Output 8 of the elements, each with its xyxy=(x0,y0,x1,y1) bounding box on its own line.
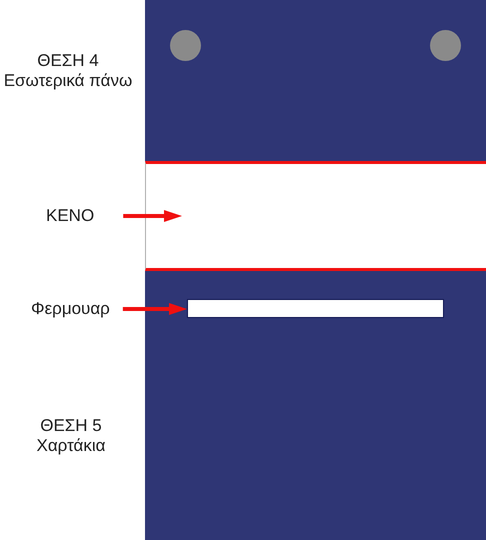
position-label: ΘΕΣΗ 4 Εσωτερικά πάνω xyxy=(2,51,134,91)
pocket-band xyxy=(145,161,486,271)
callout-label: Φερμουαρ xyxy=(31,299,110,319)
callout-label: ΚΕΝΟ xyxy=(46,206,94,226)
arrow xyxy=(123,210,182,222)
position-label: ΘΕΣΗ 5 Χαρτάκια xyxy=(35,416,106,456)
zipper-bar xyxy=(187,299,444,318)
arrow xyxy=(122,303,187,315)
